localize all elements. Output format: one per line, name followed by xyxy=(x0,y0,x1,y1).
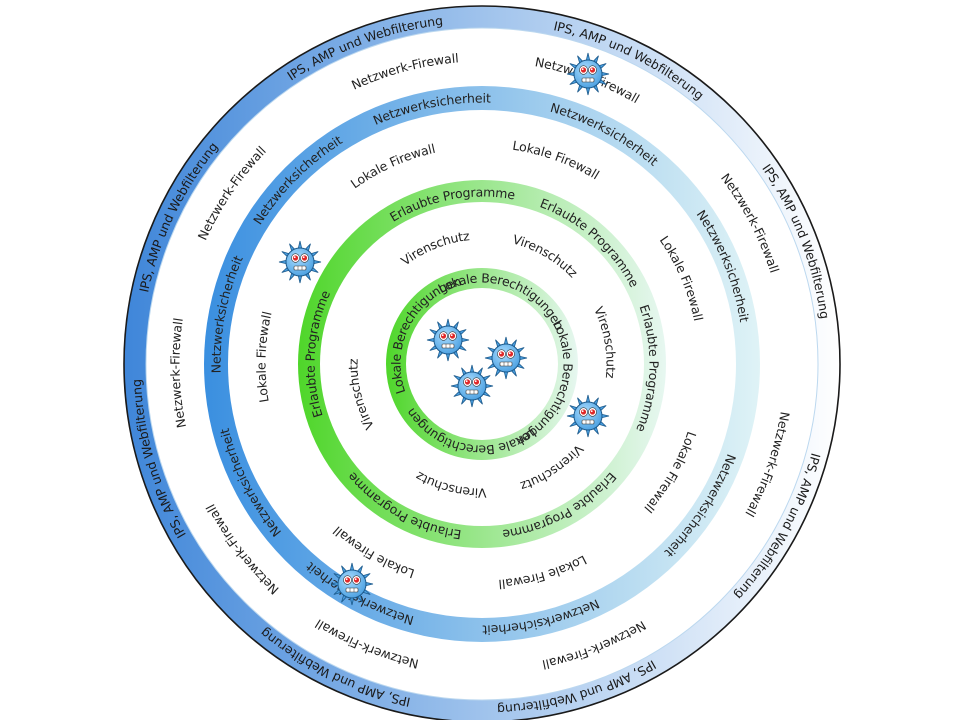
icon-layer xyxy=(278,52,610,606)
virus-icon xyxy=(566,52,610,96)
center-disc xyxy=(406,288,558,440)
virus-icon xyxy=(330,562,374,606)
virus-icon xyxy=(278,240,322,284)
virus-icon xyxy=(450,364,494,408)
ring-layer xyxy=(123,5,841,723)
virus-icon xyxy=(426,318,470,362)
virus-icon xyxy=(566,394,610,438)
virus-icon xyxy=(484,336,528,380)
